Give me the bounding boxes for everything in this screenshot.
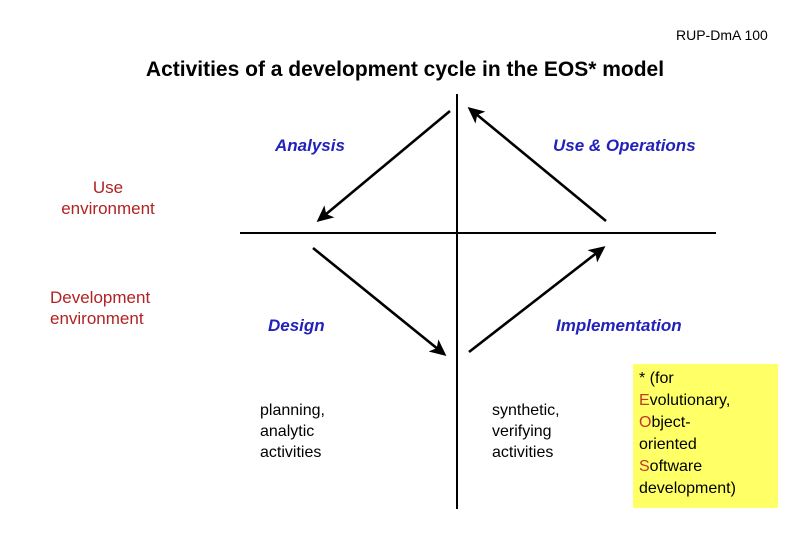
activity-note-right-line3: activities bbox=[492, 444, 554, 461]
vertical-axis-line bbox=[456, 94, 458, 509]
legend-initial-o: O bbox=[639, 414, 652, 431]
legend-line-2: Evolutionary, bbox=[639, 390, 778, 412]
legend-initial-s: S bbox=[639, 458, 650, 475]
activity-note-right-line1: synthetic, bbox=[492, 402, 560, 419]
legend-line-3-rest: bject- bbox=[651, 414, 691, 431]
legend-line-5: Software bbox=[639, 456, 778, 478]
legend-line-5-rest: oftware bbox=[649, 458, 703, 475]
legend-line-1: * (for bbox=[639, 370, 674, 387]
environment-label-development: Development environment bbox=[50, 287, 150, 329]
quadrant-label-analysis: Analysis bbox=[275, 136, 345, 155]
activity-note-left-line1: planning, bbox=[260, 402, 325, 419]
environment-label-development-line1: Development bbox=[50, 288, 151, 307]
environment-label-use-line1: Use bbox=[92, 178, 124, 197]
quadrant-label-design: Design bbox=[268, 316, 325, 335]
analysis-arrow bbox=[316, 110, 451, 222]
environment-label-use-line2: environment bbox=[61, 199, 155, 218]
horizontal-axis-line bbox=[240, 232, 716, 234]
activity-note-left-line2: analytic bbox=[260, 423, 315, 440]
legend-line-6: development) bbox=[639, 480, 736, 497]
activity-note-right-line2: verifying bbox=[492, 423, 552, 440]
activity-note-right: synthetic, verifying activities bbox=[492, 400, 560, 463]
quadrant-label-use-operations: Use & Operations bbox=[553, 136, 696, 155]
eos-legend-box: * (for Evolutionary, Object- oriented So… bbox=[633, 364, 778, 508]
legend-line-3: Object- bbox=[639, 412, 778, 434]
legend-line-4: oriented bbox=[639, 436, 697, 453]
activity-note-left: planning, analytic activities bbox=[260, 400, 325, 463]
environment-label-use: Use environment bbox=[38, 177, 178, 219]
legend-initial-e: E bbox=[639, 392, 650, 409]
legend-line-2-rest: volutionary, bbox=[649, 392, 731, 409]
implementation-arrow bbox=[468, 246, 606, 354]
document-code-label: RUP-DmA 100 bbox=[676, 27, 768, 43]
use-operations-arrow bbox=[467, 107, 607, 223]
quadrant-label-implementation: Implementation bbox=[556, 316, 682, 335]
environment-label-development-line2: environment bbox=[50, 309, 144, 328]
design-arrow bbox=[312, 246, 447, 356]
page-title: Activities of a development cycle in the… bbox=[145, 58, 665, 81]
activity-note-left-line3: activities bbox=[260, 444, 322, 461]
